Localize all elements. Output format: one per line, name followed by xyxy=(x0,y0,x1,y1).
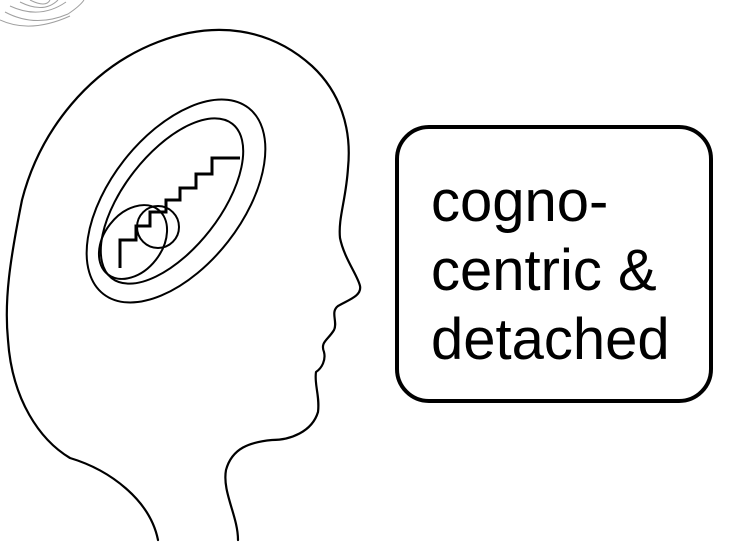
inner-ellipse xyxy=(97,204,169,280)
middle-ellipse xyxy=(99,117,245,285)
fan-icon xyxy=(0,0,85,27)
outer-ellipse xyxy=(85,98,267,304)
label-text: cogno- centric & detached xyxy=(431,169,670,372)
head-outline xyxy=(5,28,362,542)
label-box: cogno- centric & detached xyxy=(395,125,713,403)
staircase-icon xyxy=(118,156,240,268)
